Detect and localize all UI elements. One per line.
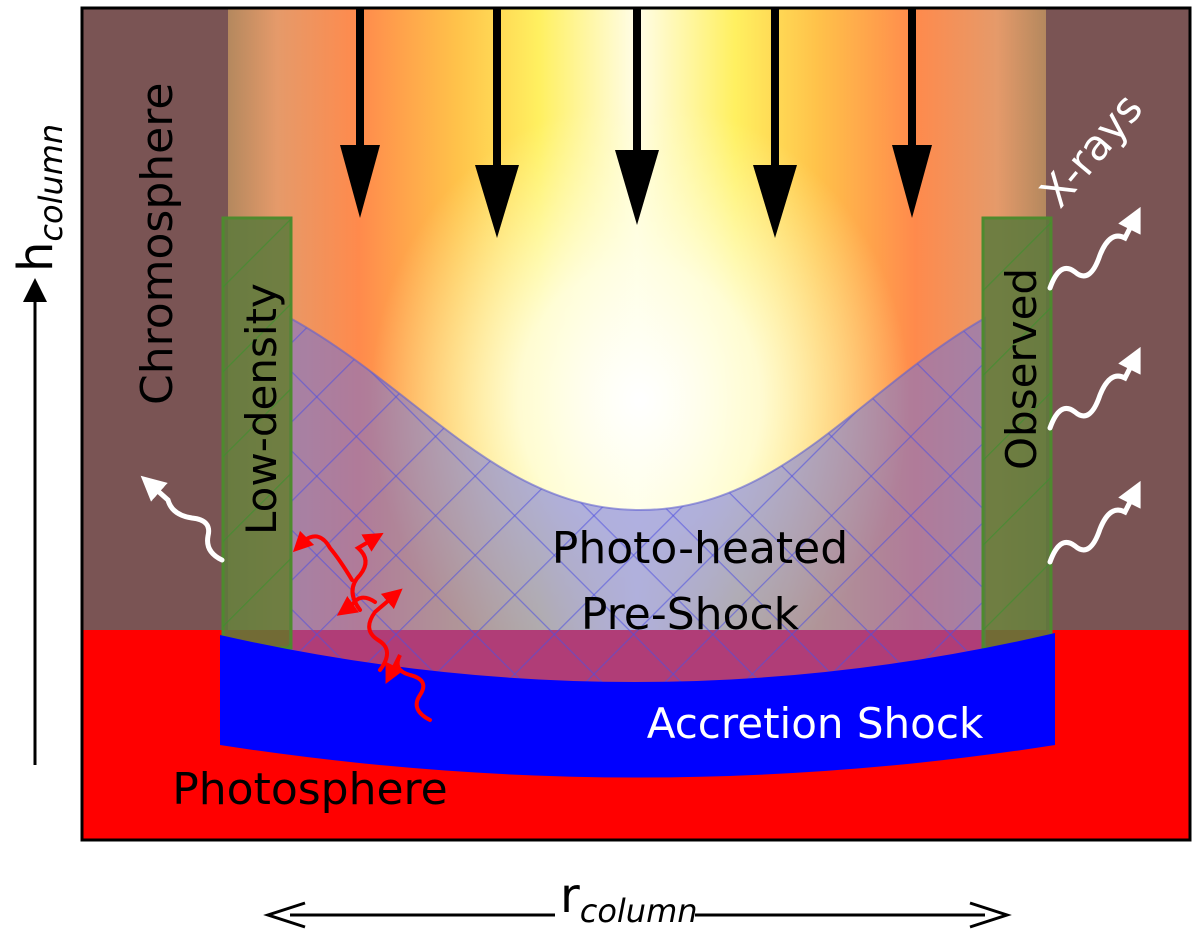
horizontal-axis-symbol: r [560,868,580,924]
low-density-hatch [223,218,291,648]
vertical-axis-symbol: h [8,242,64,272]
horizontal-axis-label: rcolumn [560,868,698,930]
photon-arrow-5 [336,595,377,616]
xray-arrow-left [140,475,225,563]
xray-arrows [140,206,1141,565]
accretion-shock-label: Accretion Shock [647,699,984,748]
photon-arrows [292,530,432,722]
photon-arrow-2 [367,588,403,672]
preshock-label-line1: Photo-heated [552,523,848,574]
horizontal-axis-arrow [263,895,1012,929]
infall-arrows [340,8,932,238]
chromosphere-label: Chromosphere [132,83,183,405]
horizontal-axis-subscript: column [580,892,698,930]
xray-arrow-bottom [1047,480,1141,565]
observed-hatch [983,218,1051,648]
xray-arrow-top [1047,206,1141,291]
low-density-label: Low-density [237,283,286,535]
photosphere-label: Photosphere [172,764,448,815]
vertical-axis-subscript: column [32,124,70,242]
photon-arrow-1 [385,654,432,722]
vertical-axis-label: hcolumn [8,124,70,272]
accretion-shock-region [220,633,1055,778]
photon-arrow-4 [292,530,354,582]
observed-label: Observed [997,268,1046,470]
preshock-label-line2: Pre-Shock [581,589,800,640]
xray-arrow-middle [1047,346,1141,431]
